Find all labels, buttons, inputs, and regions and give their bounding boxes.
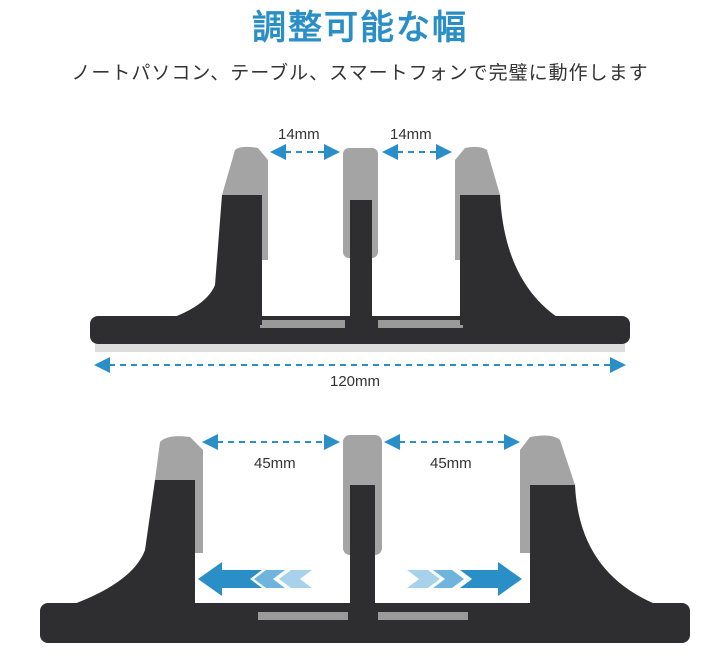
heading-title: 調整可能な幅: [252, 8, 468, 48]
heading-subtitle: ノートパソコン、テーブル、スマートフォンで完璧に動作します: [71, 62, 649, 84]
bottom-gap-left-label: 45mm: [254, 455, 296, 472]
total-width-label: 120mm: [330, 373, 381, 390]
top-gap-left-label: 14mm: [278, 126, 320, 143]
top-stand: [90, 144, 630, 373]
bottom-gap-right-label: 45mm: [430, 455, 472, 472]
bottom-stand: [40, 434, 690, 643]
arrow-left-icon: [198, 562, 312, 596]
top-gap-right-label: 14mm: [390, 126, 432, 143]
arrow-right-icon: [407, 562, 522, 596]
